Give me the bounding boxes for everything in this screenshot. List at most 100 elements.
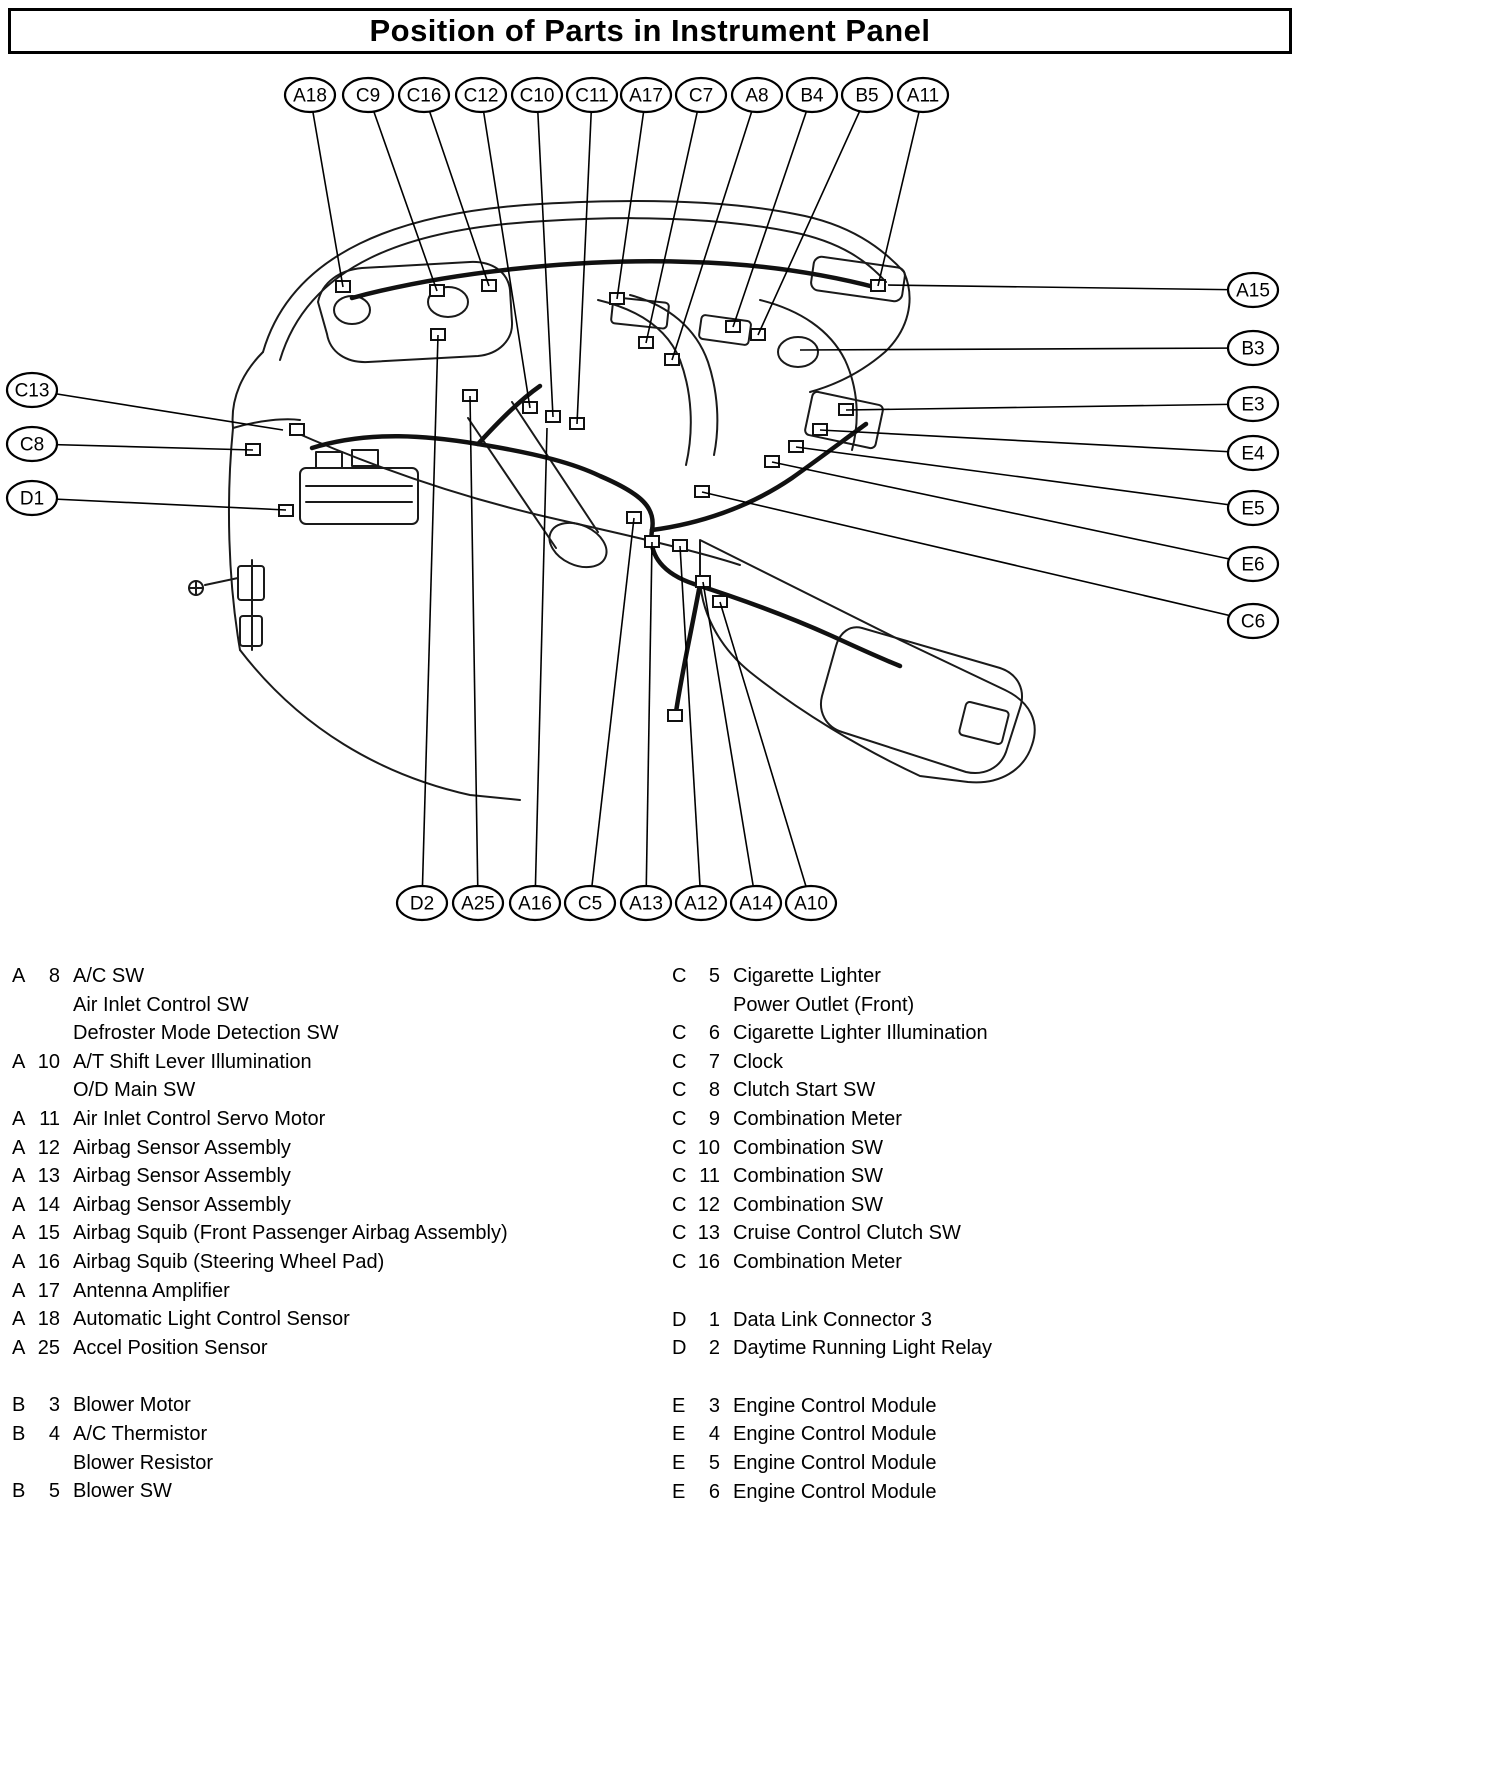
leader-line-E4 [819, 429, 1254, 454]
callout-label-B3: B3 [1241, 339, 1264, 360]
leader-line-C6 [701, 491, 1254, 622]
legend-code-number: 4 [48, 1422, 60, 1445]
legend-part-names: Airbag Squib (Steering Wheel Pad) [73, 1248, 384, 1277]
callout-bubble-A17 [619, 76, 673, 114]
leader-line-C13 [31, 389, 284, 431]
legend-code-letter: C [672, 1079, 687, 1102]
callout-label-D1: D1 [20, 489, 44, 510]
legend-code: C 11 [672, 1162, 733, 1191]
legend-part-name: A/T Shift Lever Illumination [73, 1050, 312, 1073]
callout-bubble-C8 [5, 425, 59, 463]
callout-bubble-E3 [1226, 385, 1280, 423]
legend-part-name: Accel Position Sensor [73, 1336, 268, 1359]
legend-part-name: Engine Control Module [733, 1451, 937, 1474]
legend-code-number: 8 [48, 965, 60, 987]
legend-part-name: Engine Control Module [733, 1480, 937, 1503]
leader-line-A16 [534, 427, 548, 904]
callout-label-E6: E6 [1241, 555, 1264, 576]
legend-code-number: 16 [37, 1250, 60, 1273]
legend-code-number: 7 [708, 1050, 720, 1073]
callout-label-E4: E4 [1241, 444, 1265, 465]
legend-part-name: Combination SW [733, 1136, 884, 1159]
legend-part-name: Power Outlet (Front) [733, 993, 915, 1016]
legend-part-name: Engine Control Module [733, 1394, 937, 1417]
legend-code-letter: A [12, 1308, 26, 1331]
legend-code-letter: A [12, 1336, 26, 1359]
legend-code-letter: C [672, 1165, 687, 1188]
callout-label-E3: E3 [1241, 395, 1264, 416]
legend-part-name: Combination SW [733, 1193, 884, 1216]
legend-code-letter: C [672, 1250, 687, 1273]
legend-part-name: Blower SW [73, 1480, 172, 1503]
legend-part-name: Airbag Sensor Assembly [73, 1165, 291, 1188]
callout-label-C13: C13 [15, 381, 50, 402]
leader-line-A8 [671, 94, 758, 361]
legend-part-name: Cruise Control Clutch SW [733, 1222, 961, 1245]
callout-bubble-A15 [1226, 271, 1280, 309]
legend-code-number: 11 [699, 1165, 720, 1188]
callout-label-A10: A10 [794, 894, 828, 915]
callout-label-A18: A18 [293, 86, 327, 107]
leader-line-C12 [480, 94, 531, 409]
legend-code-number: 1 [708, 1308, 720, 1331]
callout-label-A14: A14 [739, 894, 773, 915]
legend-code-number: 16 [697, 1250, 720, 1273]
callout-label-C16: C16 [407, 86, 442, 107]
legend-code-number: 6 [708, 1022, 720, 1045]
callout-label-A8: A8 [745, 86, 768, 107]
leader-line-B5 [757, 94, 868, 336]
legend-code-number: 17 [37, 1279, 60, 1302]
legend-part-names: Airbag Sensor Assembly [73, 1134, 291, 1163]
callout-bubble-C16 [397, 76, 451, 114]
callout-bubble-D1 [5, 479, 59, 517]
legend-part-name: Data Link Connector 3 [733, 1308, 933, 1331]
legend-code-number: 8 [708, 1079, 720, 1102]
leader-line-E6 [771, 461, 1254, 565]
legend-code-number: 4 [708, 1423, 720, 1446]
legend-code-number: 12 [37, 1136, 60, 1159]
leader-line-A15 [887, 284, 1254, 291]
callout-label-A17: A17 [629, 86, 663, 107]
callout-label-C10: C10 [520, 86, 555, 107]
legend-part-name: Airbag Sensor Assembly [73, 1193, 291, 1216]
legend-code-number: 25 [37, 1336, 60, 1359]
legend-part-name: Air Inlet Control Servo Motor [73, 1107, 326, 1130]
callout-bubble-C9 [341, 76, 395, 114]
legend-code-number: 5 [708, 965, 720, 987]
leader-line-C9 [367, 94, 438, 292]
callout-label-B5: B5 [855, 86, 878, 107]
legend-part-name: Clock [733, 1050, 784, 1073]
legend-code-letter: A [12, 1107, 26, 1130]
page-title: Position of Parts in Instrument Panel [369, 13, 931, 48]
leader-line-E3 [845, 403, 1254, 411]
legend-part-names: Combination SW [733, 1162, 883, 1191]
legend-part-name: Cigarette Lighter [733, 965, 881, 987]
legend-code-number: 15 [37, 1222, 60, 1245]
legend-code-letter: E [672, 1451, 686, 1474]
legend-part-names: Combination Meter [733, 1105, 902, 1134]
legend-code-number: 9 [708, 1107, 720, 1130]
legend-entry-A25: A 25 Accel Position Sensor [12, 1334, 508, 1363]
legend-part-name: Combination Meter [733, 1250, 902, 1273]
